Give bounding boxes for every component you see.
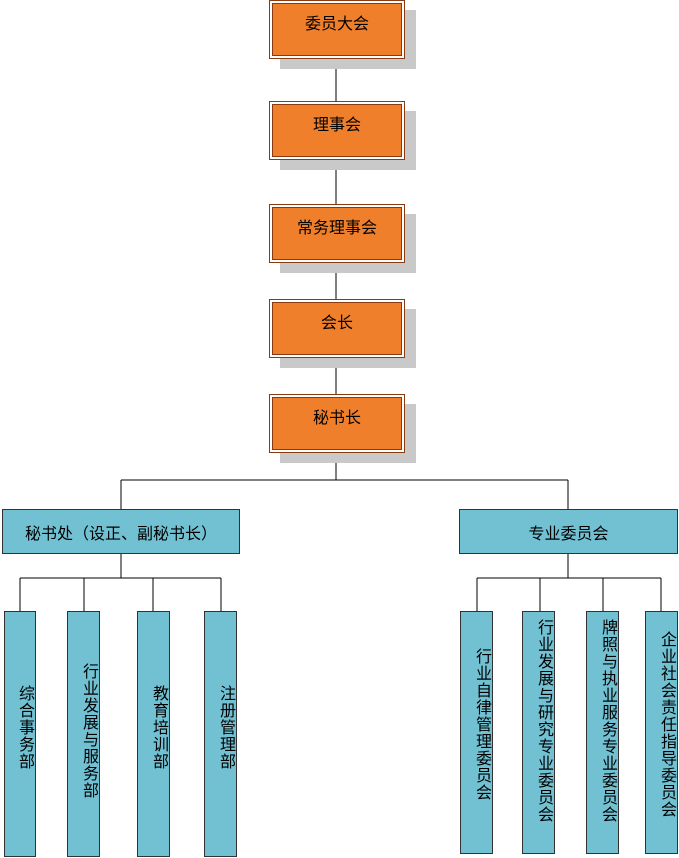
node-label: 行业发展与研究专业委员会 — [535, 619, 554, 823]
node-label: 会长 — [320, 313, 353, 332]
node-label: 企业社会责任指导委员会 — [658, 631, 677, 818]
secretary-general-node: 秘书长 — [272, 397, 402, 450]
general-assembly-node: 委员大会 — [272, 3, 402, 56]
node-label: 行业发展与服务部 — [80, 663, 99, 799]
president-node: 会长 — [272, 302, 402, 355]
secretariat-node: 秘书处（设正、副秘书长） — [2, 509, 240, 554]
industry-development-dept-node: 行业发展与服务部 — [67, 611, 100, 857]
education-training-dept-node: 教育培训部 — [137, 611, 170, 857]
node-label: 专业委员会 — [528, 523, 609, 543]
node-label: 秘书处（设正、副秘书长） — [24, 523, 217, 543]
csr-guidance-committee-node: 企业社会责任指导委员会 — [645, 611, 678, 854]
general-affairs-dept-node: 综合事务部 — [4, 611, 36, 857]
node-label: 理事会 — [312, 115, 361, 134]
standing-council-node: 常务理事会 — [272, 207, 402, 260]
node-label: 注册管理部 — [217, 685, 236, 770]
registration-management-dept-node: 注册管理部 — [204, 611, 237, 857]
research-committee-node: 行业发展与研究专业委员会 — [522, 611, 555, 854]
council-node: 理事会 — [272, 104, 402, 157]
specialized-committees-node: 专业委员会 — [459, 509, 678, 554]
node-label: 委员大会 — [304, 14, 369, 33]
license-service-committee-node: 牌照与执业服务专业委员会 — [586, 611, 619, 854]
node-label: 牌照与执业服务专业委员会 — [599, 619, 618, 823]
node-label: 常务理事会 — [296, 218, 377, 237]
node-label: 综合事务部 — [16, 685, 35, 770]
self-discipline-committee-node: 行业自律管理委员会 — [460, 611, 493, 854]
node-label: 行业自律管理委员会 — [473, 648, 492, 801]
node-label: 教育培训部 — [150, 685, 169, 770]
node-label: 秘书长 — [312, 408, 361, 427]
